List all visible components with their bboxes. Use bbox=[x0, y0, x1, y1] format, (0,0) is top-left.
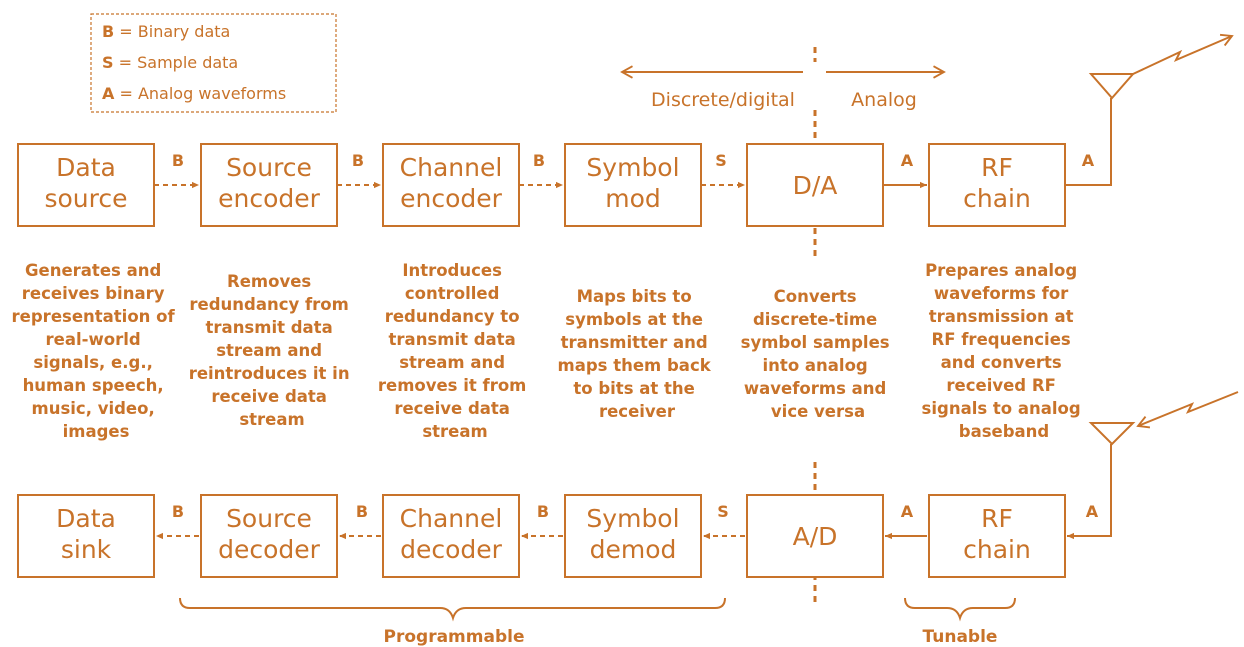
legend-entry-binary: B = Binary data bbox=[102, 22, 230, 41]
symbol-mod-block bbox=[564, 143, 702, 227]
tx-antenna-icon bbox=[1088, 33, 1234, 100]
tx-link-label: B bbox=[172, 151, 184, 170]
programmable-label: Programmable bbox=[384, 627, 525, 647]
legend-entry-analog: A = Analog waveforms bbox=[102, 84, 286, 103]
rx-link-label: A bbox=[1086, 502, 1099, 521]
legend-entry-sample: S = Sample data bbox=[102, 53, 238, 72]
tx-link-label: S bbox=[715, 151, 727, 170]
channel-codec-description: Introduces controlled redundancy to tran… bbox=[378, 261, 532, 441]
descriptions: Generates and receives binary representa… bbox=[12, 261, 1087, 441]
d-a-label: D/A bbox=[793, 171, 838, 200]
rx-antenna-feed bbox=[1067, 444, 1112, 540]
source-codec-description: Removes redundancy from transmit data st… bbox=[189, 272, 356, 429]
tunable-group: Tunable bbox=[904, 597, 1016, 647]
tunable-brace bbox=[904, 597, 1016, 622]
rx-link-label: B bbox=[537, 502, 549, 521]
source-encoder-block bbox=[200, 143, 338, 227]
rx-antenna-icon bbox=[1088, 391, 1239, 446]
rx-link-label: S bbox=[717, 502, 729, 521]
rx-rf-chain-block bbox=[928, 494, 1066, 578]
tx-link-label: A bbox=[901, 151, 914, 170]
a-d-converter-block bbox=[746, 494, 884, 578]
programmable-brace bbox=[179, 597, 726, 622]
tx-link-label: A bbox=[1082, 151, 1095, 170]
legend: B = Binary data S = Sample data A = Anal… bbox=[90, 13, 337, 113]
symbol-modem-description: Maps bits to symbols at the transmitter … bbox=[558, 287, 717, 421]
rx-link-label: B bbox=[356, 502, 368, 521]
tx-link-label: B bbox=[533, 151, 545, 170]
data-source-description: Generates and receives binary representa… bbox=[12, 261, 181, 441]
d-a-converter-block bbox=[746, 143, 884, 227]
converter-description: Converts discrete-time symbol samples in… bbox=[741, 287, 896, 421]
tx-rf-chain-block bbox=[928, 143, 1066, 227]
tx-link-label: B bbox=[352, 151, 364, 170]
channel-encoder-block bbox=[382, 143, 520, 227]
channel-decoder-block bbox=[382, 494, 520, 578]
rx-link-label: A bbox=[901, 502, 914, 521]
programmable-group: Programmable bbox=[179, 597, 726, 647]
rf-chain-description: Prepares analog waveforms for transmissi… bbox=[922, 261, 1087, 441]
rx-link-label: B bbox=[172, 502, 184, 521]
digital-domain-label: Discrete/digital bbox=[651, 89, 795, 111]
tx-antenna-feed bbox=[1065, 98, 1112, 186]
symbol-demod-block bbox=[564, 494, 702, 578]
data-sink-block bbox=[17, 494, 155, 578]
legend-box bbox=[90, 13, 337, 113]
tunable-label: Tunable bbox=[923, 627, 998, 647]
a-d-label: A/D bbox=[793, 522, 838, 551]
domain-indicator: Discrete/digital Analog bbox=[620, 65, 946, 111]
analog-domain-label: Analog bbox=[851, 89, 917, 111]
source-decoder-block bbox=[200, 494, 338, 578]
